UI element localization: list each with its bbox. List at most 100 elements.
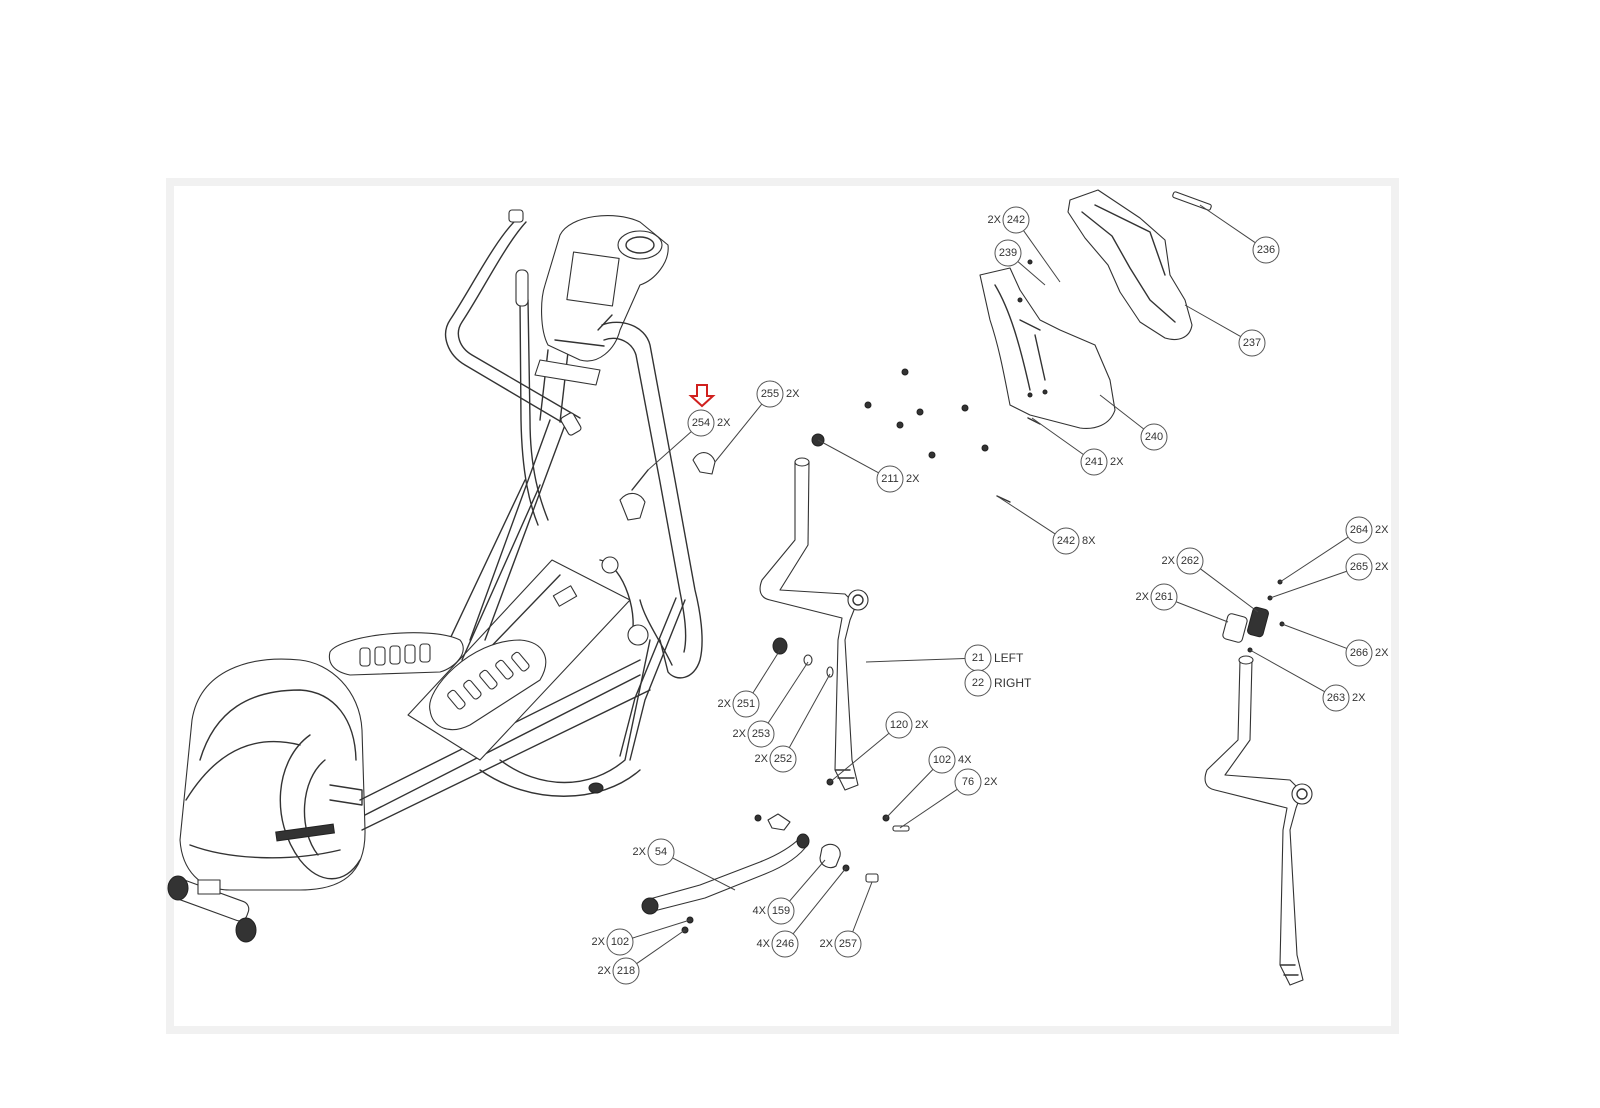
callout-bubble — [1080, 448, 1108, 476]
part-quantity: 2X — [984, 776, 998, 788]
callout-bubble — [1252, 236, 1280, 264]
part-quantity: 2X — [1162, 555, 1176, 567]
callout-bubble — [687, 409, 715, 437]
part-number: 239 — [999, 247, 1017, 259]
callout-bubble — [771, 930, 799, 958]
part-quantity: 4X — [753, 905, 767, 917]
part-number: 266 — [1350, 647, 1368, 659]
callout-bubble — [834, 930, 862, 958]
part-number: 240 — [1145, 431, 1163, 443]
part-quantity: 2X — [755, 753, 769, 765]
callout-c-262: 262 2X — [1162, 547, 1204, 575]
scan-frame — [166, 178, 1399, 1034]
callout-bubble — [964, 669, 992, 697]
part-number: 218 — [617, 965, 635, 977]
leader-line-c-264 — [1279, 536, 1349, 583]
leader-line-c-239 — [1017, 261, 1046, 286]
part-number: 241 — [1085, 456, 1103, 468]
part-number: 242 — [1007, 214, 1025, 226]
callout-c-76: 76 2X — [954, 768, 998, 796]
part-number: 253 — [752, 728, 770, 740]
callout-bubble — [1150, 583, 1178, 611]
callout-bubble — [1345, 553, 1373, 581]
part-number: 257 — [839, 938, 857, 950]
callout-c-237: 237 — [1238, 329, 1266, 357]
part-quantity: 2X — [1375, 524, 1389, 536]
callout-bubble — [954, 768, 982, 796]
part-number: 102 — [611, 936, 629, 948]
part-quantity: 2X — [906, 473, 920, 485]
callout-bubble — [612, 957, 640, 985]
callout-c-236: 236 — [1252, 236, 1280, 264]
leader-line-c-211 — [817, 439, 879, 474]
leader-lines — [632, 204, 1349, 964]
callout-bubble — [756, 380, 784, 408]
part-number: 22 — [972, 677, 984, 689]
callout-c-240: 240 — [1140, 423, 1168, 451]
callout-bubble — [885, 711, 913, 739]
callout-bubble — [1140, 423, 1168, 451]
part-number: 159 — [772, 905, 790, 917]
leader-line-c-102-2x — [632, 919, 691, 939]
part-number: 261 — [1155, 591, 1173, 603]
part-number: 76 — [962, 776, 974, 788]
callout-c-211: 211 2X — [876, 465, 920, 493]
callout-bubble — [1238, 329, 1266, 357]
callout-c-218: 218 2X — [598, 957, 640, 985]
leader-line-c-255 — [714, 403, 763, 463]
callout-c-242-top: 242 2X — [988, 206, 1030, 234]
leader-line-c-257 — [852, 881, 873, 933]
callout-bubble — [606, 928, 634, 956]
callout-bubble — [928, 746, 956, 774]
callout-bubble — [1002, 206, 1030, 234]
callout-bubble — [1345, 516, 1373, 544]
leader-line-c-21 — [865, 657, 966, 663]
part-number: 262 — [1181, 555, 1199, 567]
hardware-illustration — [772, 259, 1285, 832]
part-quantity: RIGHT — [994, 676, 1032, 690]
part-quantity: 2X — [633, 846, 647, 858]
part-quantity: 2X — [598, 965, 612, 977]
leader-line-c-262 — [1200, 568, 1259, 613]
part-quantity: 2X — [915, 719, 929, 731]
leader-line-c-251 — [752, 649, 781, 694]
callout-bubble — [647, 838, 675, 866]
part-number: 264 — [1350, 524, 1368, 536]
part-quantity: 4X — [757, 938, 771, 950]
callout-bubble — [732, 690, 760, 718]
part-quantity: 2X — [786, 388, 800, 400]
front-link-illustration — [641, 813, 879, 934]
part-number: 211 — [881, 473, 899, 485]
leader-line-c-253 — [767, 661, 809, 724]
leader-line-c-120 — [829, 732, 890, 783]
callout-bubble — [1345, 639, 1373, 667]
part-quantity: 8X — [1082, 535, 1096, 547]
part-quantity: 2X — [1375, 647, 1389, 659]
part-number: 102 — [933, 754, 951, 766]
part-number: 237 — [1243, 337, 1261, 349]
callout-bubble — [1176, 547, 1204, 575]
part-quantity: 2X — [988, 214, 1002, 226]
leader-line-c-237 — [1184, 304, 1241, 338]
leader-line-c-240 — [1099, 394, 1145, 430]
callout-c-239: 239 — [994, 239, 1022, 267]
part-number: 236 — [1257, 244, 1275, 256]
callout-c-22: 22 RIGHT — [964, 669, 1032, 697]
callout-bubble — [767, 897, 795, 925]
part-number: 252 — [774, 753, 792, 765]
callout-c-266: 266 2X — [1345, 639, 1389, 667]
callout-bubble — [769, 745, 797, 773]
callout-c-252: 252 2X — [755, 745, 797, 773]
callout-bubble — [994, 239, 1022, 267]
